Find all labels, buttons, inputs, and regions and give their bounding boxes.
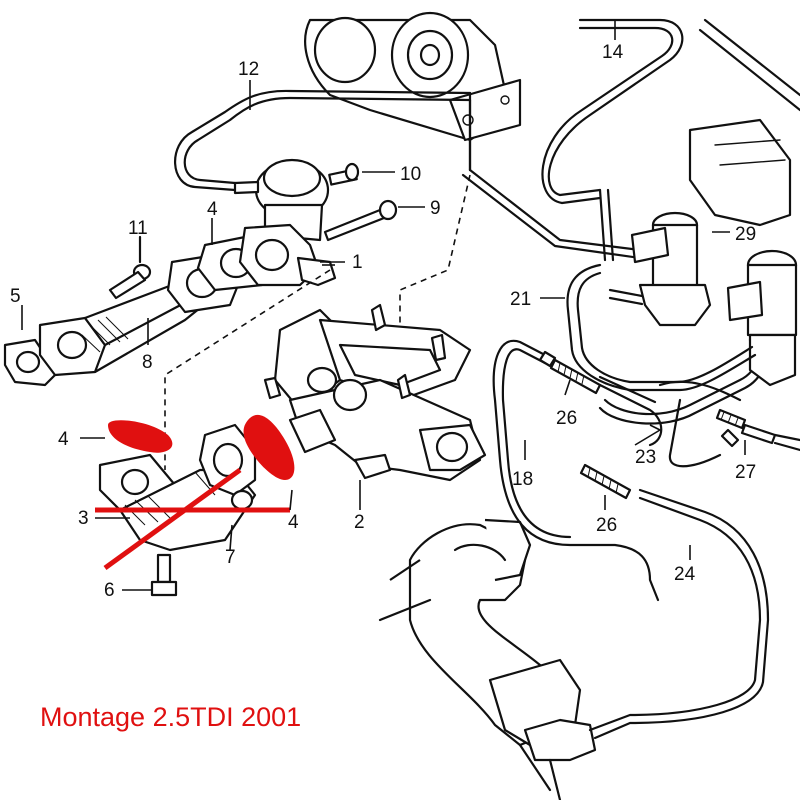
hose-14: [541, 18, 684, 262]
callout-6: 6: [104, 580, 115, 601]
connector-26-upper: [538, 350, 663, 447]
red-gasket-right: [243, 414, 295, 480]
red-cross-line-diagonal: [103, 467, 242, 571]
bolt-9: [323, 199, 425, 242]
red-gasket-left: [108, 420, 173, 453]
callout-11: 11: [128, 218, 148, 239]
callout-3: 3: [78, 508, 89, 529]
callout-27: 27: [735, 462, 756, 483]
callout-2: 2: [354, 512, 365, 533]
bolt-10: [328, 162, 395, 186]
callout-29: 29: [735, 224, 756, 245]
vacuum-hose-21: [566, 263, 757, 392]
callout-10: 10: [400, 164, 421, 185]
connector-26-lower: [579, 463, 632, 500]
callout-labels: 1 2 3 4 4 4 5 6 7 8 9 10 11 12 14 18 21 …: [10, 42, 756, 601]
exhaust-pipe: [378, 518, 597, 800]
hose-top-right: [698, 28, 800, 112]
callout-7: 7: [225, 547, 236, 568]
pressure-converter: [726, 249, 798, 387]
callout-23: 23: [635, 447, 656, 468]
callout-1: 1: [352, 252, 363, 273]
red-highlight: [95, 414, 295, 571]
callout-5: 5: [10, 286, 21, 307]
montage-caption: Montage 2.5TDI 2001: [40, 702, 302, 732]
callout-8: 8: [142, 352, 153, 373]
callout-18: 18: [512, 469, 533, 490]
callout-12: 12: [238, 59, 259, 80]
callout-4-left: 4: [58, 429, 69, 450]
flange-1: [238, 223, 337, 287]
callout-21: 21: [510, 289, 531, 310]
callout-9: 9: [430, 198, 441, 219]
callout-26-lower: 26: [596, 515, 617, 536]
callout-24: 24: [674, 564, 696, 585]
vacuum-hose-18-24: [492, 339, 770, 740]
bolt-11: [108, 235, 152, 300]
callout-14: 14: [602, 42, 624, 63]
bolt-6: [150, 553, 178, 597]
callout-4-right: 4: [288, 512, 299, 533]
turbocharger: [304, 11, 522, 142]
connector-27: [715, 408, 800, 452]
intake-manifold-2: [263, 303, 487, 482]
cover-block: [688, 118, 792, 227]
solenoid-valve-29: [608, 211, 712, 327]
callout-26-upper: 26: [556, 408, 577, 429]
hose-top-right-2: [703, 18, 800, 97]
leader-lines: [21, 20, 746, 591]
callout-4-top: 4: [207, 199, 218, 220]
